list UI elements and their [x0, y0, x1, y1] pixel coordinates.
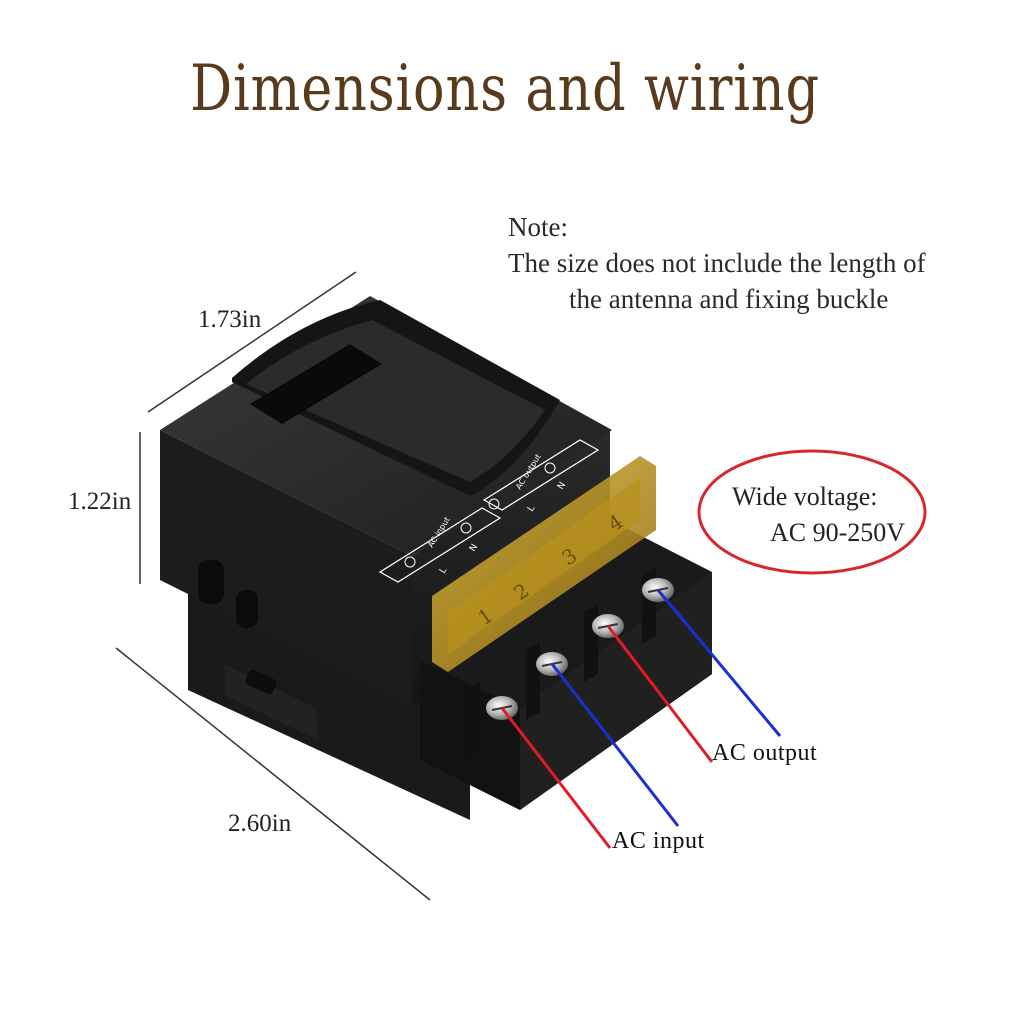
- output-neutral-wire: [656, 589, 782, 737]
- input-neutral-label: N: [468, 543, 480, 554]
- output-live-wire: [606, 625, 714, 763]
- input-live-label: L: [438, 566, 449, 576]
- ac-input-callout: AC input: [612, 828, 705, 854]
- input-label-block: [378, 507, 502, 583]
- ac-output-callout: AC output: [712, 740, 818, 766]
- note-line-1: The size does not include the length of: [508, 248, 926, 278]
- note-heading: Note:: [508, 212, 568, 242]
- output-label-block: [482, 439, 600, 511]
- voltage-highlight-ring: [697, 449, 927, 575]
- depth-dimension-label: 1.73in: [198, 306, 262, 333]
- page-title: Dimensions and wiring: [190, 52, 820, 126]
- length-dimension-label: 2.60in: [228, 810, 292, 837]
- output-live-label: L: [526, 504, 537, 514]
- input-live-wire: [500, 707, 612, 849]
- led-window: [250, 344, 382, 424]
- length-dimension-line: [115, 647, 431, 901]
- housing-side: [160, 430, 412, 706]
- input-neutral-wire: [550, 663, 680, 827]
- height-dimension-label: 1.22in: [68, 488, 132, 515]
- output-neutral-label: N: [556, 481, 568, 492]
- note-line-2: the antenna and fixing buckle: [569, 284, 889, 314]
- voltage-line-2: AC 90-250V: [770, 518, 906, 547]
- depth-dimension-line: [147, 271, 357, 413]
- voltage-line-1: Wide voltage:: [732, 482, 878, 511]
